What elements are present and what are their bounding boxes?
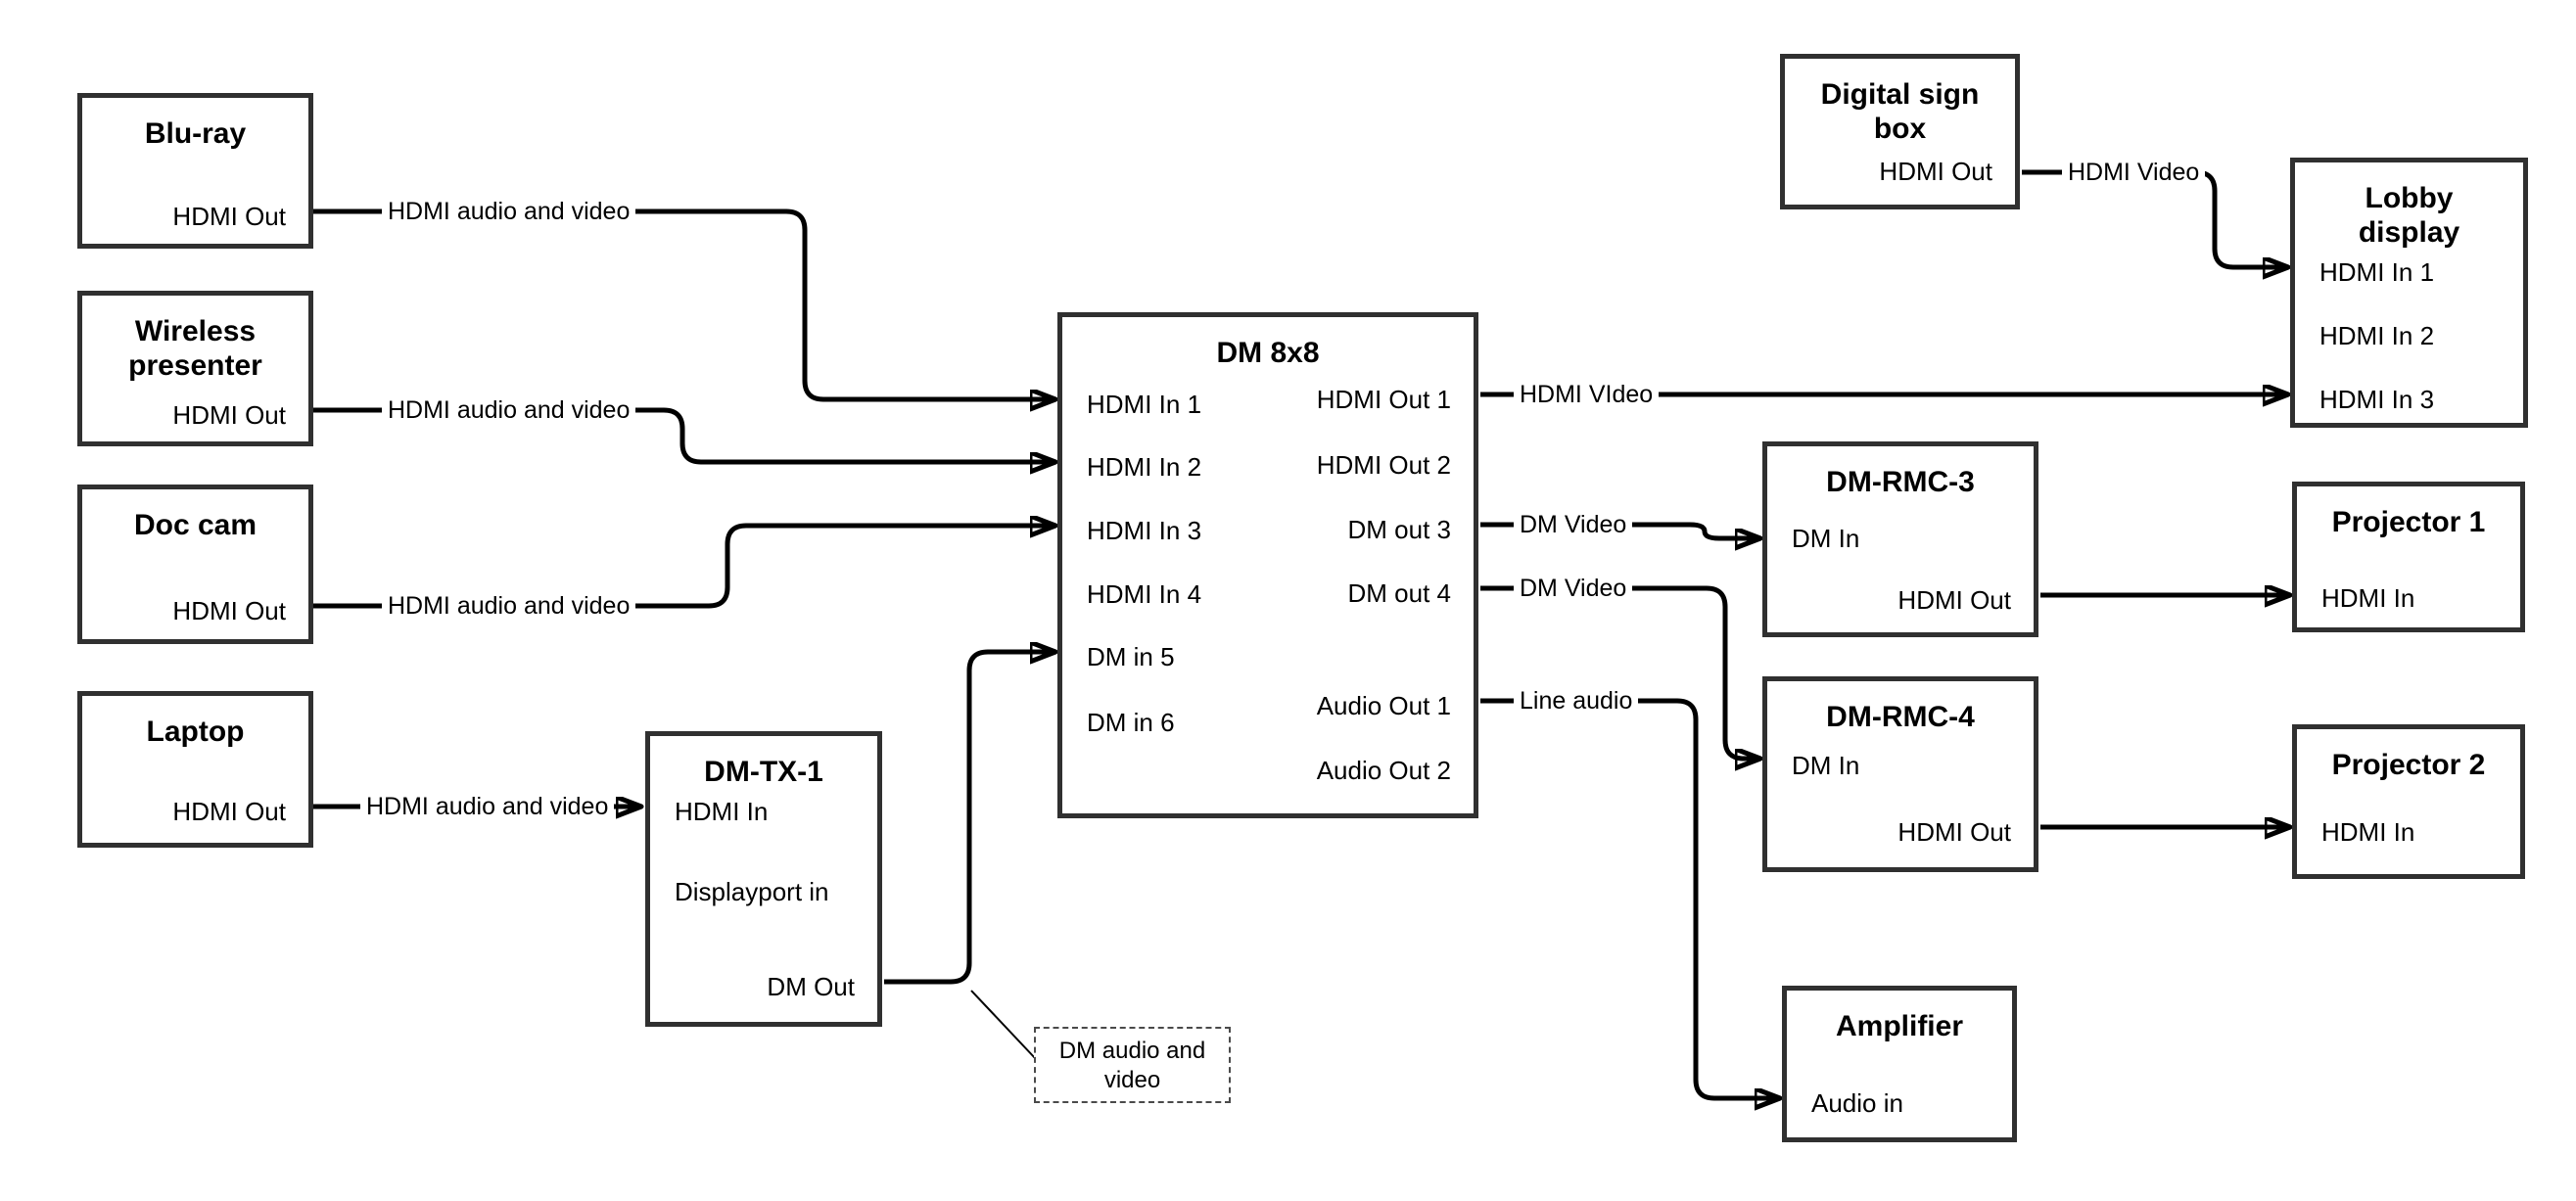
edge-label-laptop-hdmi-av: HDMI audio and video (360, 792, 615, 821)
edge-label-hdmi-video-sign: HDMI Video (2062, 158, 2206, 187)
node-title: DM-RMC-4 (1826, 701, 1975, 733)
edge-dm8x8-dm-out-4-to-rmc4-dm-in (1480, 585, 1758, 759)
port-dm-in: DM In (1792, 751, 1860, 780)
node-title: Laptop (146, 716, 245, 748)
edge-dmtx1-dm-out-to-dm8x8-dm-in-5 (884, 652, 1054, 985)
port-hdmi-in-4: HDMI In 4 (1087, 579, 1202, 609)
port-hdmi-in: HDMI In (675, 797, 769, 826)
edge-label-line-audio: Line audio (1514, 686, 1639, 716)
callout-leader-line (970, 990, 1037, 1060)
edge-dm8x8-dm-out-3-to-rmc3-dm-in (1480, 522, 1758, 538)
port-hdmi-out-1: HDMI Out 1 (1316, 385, 1451, 414)
port-dm-out-4: DM out 4 (1347, 578, 1452, 608)
port-hdmi-out: HDMI Out (1879, 157, 1992, 186)
edge-label-doccam-hdmi-av: HDMI audio and video (382, 591, 636, 621)
port-audio-out-2: Audio Out 2 (1316, 756, 1451, 785)
node-laptop: Laptop HDMI Out (77, 691, 313, 848)
node-title: Projector 2 (2331, 749, 2486, 781)
port-hdmi-in-1: HDMI In 1 (2319, 257, 2435, 287)
node-bluray: Blu-ray HDMI Out (77, 93, 313, 249)
port-displayport-in: Displayport in (675, 877, 829, 906)
edge-doccam-to-dm8x8-hdmi-in-3 (313, 526, 1054, 609)
port-hdmi-in-1: HDMI In 1 (1087, 390, 1202, 419)
edge-label-dm-video-3: DM Video (1514, 510, 1633, 539)
node-title: Blu-ray (144, 117, 247, 150)
port-hdmi-in: HDMI In (2321, 583, 2415, 613)
port-hdmi-in-2: HDMI In 2 (1087, 452, 1202, 482)
edge-wireless-to-dm8x8-hdmi-in-2 (313, 407, 1054, 462)
node-dm-rmc-4: DM-RMC-4 DM In HDMI Out (1762, 676, 2038, 872)
callout-dm-audio-video: DM audio and video (1034, 1027, 1231, 1103)
node-projector-2: Projector 2 HDMI In (2292, 724, 2525, 879)
node-amplifier: Amplifier Audio in (1782, 986, 2017, 1142)
port-dm-out: DM Out (767, 972, 855, 1001)
node-projector-1: Projector 1 HDMI In (2292, 482, 2525, 632)
node-dm-rmc-3: DM-RMC-3 DM In HDMI Out (1762, 441, 2038, 637)
port-hdmi-out: HDMI Out (1897, 817, 2011, 847)
port-hdmi-in-2: HDMI In 2 (2319, 321, 2435, 350)
edge-dm8x8-audio-out-1-to-amplifier (1480, 698, 1778, 1098)
port-hdmi-out: HDMI Out (172, 797, 286, 826)
node-dm-tx-1: DM-TX-1 HDMI In Displayport in DM Out (645, 731, 882, 1027)
port-dm-out-3: DM out 3 (1347, 515, 1452, 544)
node-title: Projector 1 (2331, 506, 2486, 538)
port-hdmi-out-2: HDMI Out 2 (1316, 450, 1451, 480)
port-hdmi-out: HDMI Out (172, 400, 286, 430)
edge-bluray-to-dm8x8-hdmi-in-1 (313, 208, 1054, 399)
node-title: Amplifier (1835, 1010, 1964, 1042)
port-dm-in-6: DM in 6 (1087, 708, 1175, 737)
port-hdmi-out: HDMI Out (172, 596, 286, 625)
node-title: DM-TX-1 (704, 756, 823, 788)
node-title: Lobby display (2358, 182, 2460, 249)
node-title: DM 8x8 (1216, 337, 1320, 369)
node-lobby-display: Lobby display HDMI In 1 HDMI In 2 HDMI I… (2290, 158, 2528, 428)
edge-label-wireless-hdmi-av: HDMI audio and video (382, 395, 636, 425)
edge-label-dm-video-4: DM Video (1514, 574, 1633, 603)
node-title: Digital sign box (1820, 78, 1980, 145)
port-hdmi-in-3: HDMI In 3 (1087, 516, 1202, 545)
edge-label-bluray-hdmi-av: HDMI audio and video (382, 197, 636, 226)
node-title: Wireless presenter (128, 315, 262, 382)
port-audio-in: Audio in (1811, 1088, 1903, 1118)
node-digital-sign-box: Digital sign box HDMI Out (1780, 54, 2020, 209)
edge-label-hdmi-video-out1: HDMI VIdeo (1514, 380, 1660, 409)
node-title: DM-RMC-3 (1826, 466, 1975, 498)
port-hdmi-out: HDMI Out (172, 202, 286, 231)
node-dm-8x8: DM 8x8 HDMI In 1 HDMI In 2 HDMI In 3 HDM… (1057, 312, 1478, 818)
port-hdmi-in-3: HDMI In 3 (2319, 385, 2435, 414)
node-doc-cam: Doc cam HDMI Out (77, 485, 313, 644)
port-hdmi-out: HDMI Out (1897, 585, 2011, 615)
port-hdmi-in: HDMI In (2321, 817, 2415, 847)
port-dm-in: DM In (1792, 524, 1860, 553)
node-title: Doc cam (133, 509, 258, 541)
port-dm-in-5: DM in 5 (1087, 642, 1175, 671)
node-wireless-presenter: Wireless presenter HDMI Out (77, 291, 313, 446)
port-audio-out-1: Audio Out 1 (1316, 691, 1451, 720)
